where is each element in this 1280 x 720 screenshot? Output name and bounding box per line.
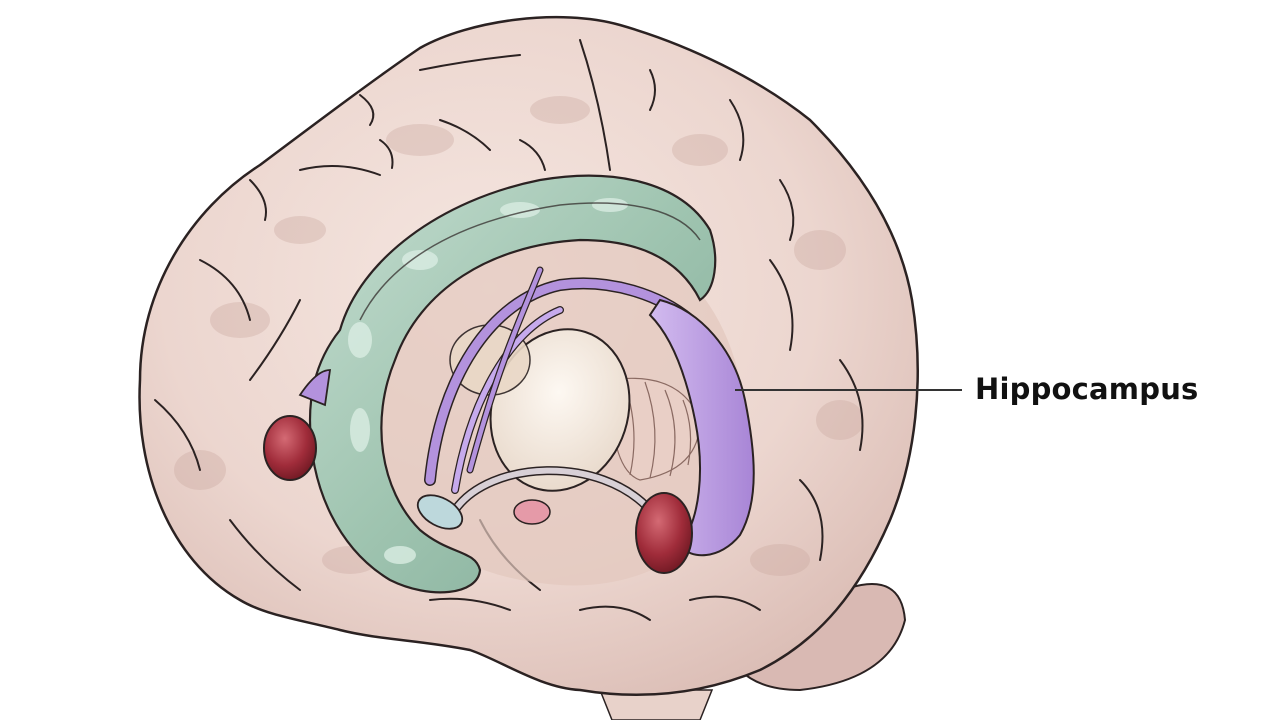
cerebellum: [738, 583, 907, 692]
commissure-core: [452, 467, 653, 513]
amygdala-left: [263, 415, 317, 481]
lateral-ventricle: [308, 174, 717, 594]
fornix-tail: [298, 369, 332, 407]
sulci: [154, 39, 864, 621]
ventricle-highlights: [348, 198, 628, 564]
brain-texture: [174, 96, 864, 576]
fornix: [424, 266, 696, 494]
amygdala-right: [635, 492, 693, 574]
ventricle-fold: [359, 202, 701, 321]
mammillary-body: [513, 499, 551, 525]
ventricle-tip: [416, 494, 464, 530]
hippocampus: [648, 298, 755, 557]
hippocampus-label: Hippocampus: [975, 372, 1199, 406]
